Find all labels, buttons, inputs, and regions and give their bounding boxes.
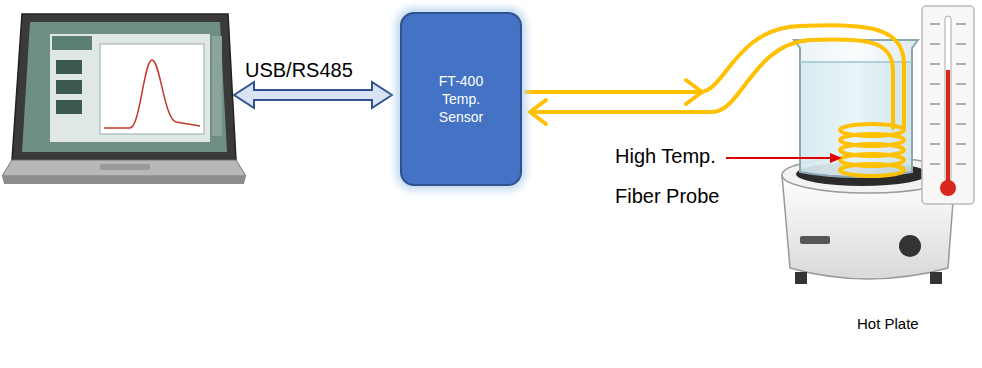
- diagram-label: USB/RS485: [245, 58, 375, 82]
- diagram-label: High Temp. Fiber Probe: [615, 136, 765, 216]
- sensor-box: FT-400 Temp. Sensor: [400, 12, 522, 186]
- sensor-label: FT-400 Temp. Sensor: [429, 72, 493, 126]
- link-arrow: [234, 82, 392, 108]
- diagram-label: Hot Plate: [857, 314, 967, 334]
- laptop-illustration: [2, 14, 246, 184]
- beaker-illustration: [794, 40, 918, 177]
- leader-arrow: [726, 153, 842, 163]
- thermometer-illustration: [922, 6, 974, 204]
